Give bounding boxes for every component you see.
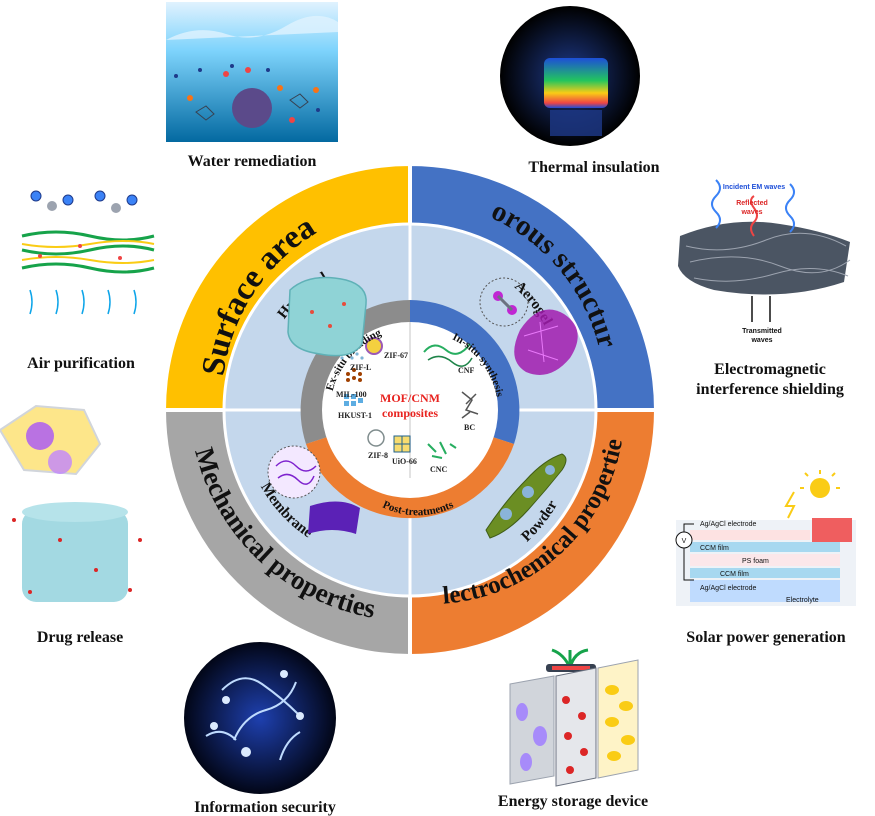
cnf-icon xyxy=(423,343,471,355)
energy-storage-image xyxy=(509,648,639,787)
label-drug-release: Drug release xyxy=(37,629,123,646)
cnm-label-cnf: CNF xyxy=(458,366,475,375)
solar-power-image xyxy=(675,470,856,606)
membrane-image xyxy=(267,445,360,534)
solar-electrode-bottom: Ag/AgCl electrode xyxy=(700,585,757,592)
emi-transmitted-label-2: waves xyxy=(750,337,772,344)
uio66-icon xyxy=(393,435,411,453)
emi-reflected-label-1: Reflected xyxy=(736,200,768,207)
mof-label-hkust1: HKUST-1 xyxy=(338,411,372,420)
solar-meter-label: V xyxy=(682,538,687,545)
solar-ccm-bottom: CCM film xyxy=(720,571,749,578)
solar-foam: PS foam xyxy=(742,558,769,565)
mof-label-zif67: ZIF-67 xyxy=(384,351,408,360)
cnm-label-cnc: CNC xyxy=(430,465,448,474)
air-purification-image xyxy=(18,184,156,324)
mof-label-mil100: MIL-100 xyxy=(336,390,367,399)
solar-electrolyte: Electrolyte xyxy=(786,597,819,604)
cnm-icons xyxy=(423,343,479,459)
drug-release-image xyxy=(0,404,142,602)
aerogel-image xyxy=(479,277,578,375)
label-emi-2: interference shielding xyxy=(696,381,844,398)
mil100-icon xyxy=(346,368,362,382)
mof-label-uio66: UiO-66 xyxy=(392,457,417,466)
thermal-insulation-image xyxy=(500,6,640,146)
emi-incident-label: Incident EM waves xyxy=(723,184,785,191)
water-remediation-image xyxy=(166,2,338,142)
bc-icon xyxy=(461,391,479,419)
center-title-2: composites xyxy=(382,406,438,420)
powder-image xyxy=(485,453,567,539)
cnc-icon xyxy=(427,441,457,459)
cnm-label-bc: BC xyxy=(464,423,475,432)
label-water-remediation: Water remediation xyxy=(188,153,317,170)
inner-ring xyxy=(300,300,520,519)
mof-icons xyxy=(340,337,411,453)
zif8-icon xyxy=(367,429,385,447)
emi-reflected-label-2: waves xyxy=(740,209,762,216)
hkust1-icon xyxy=(344,394,363,406)
information-security-image xyxy=(184,642,336,794)
label-solar-power: Solar power generation xyxy=(686,629,846,646)
label-air-purification: Air purification xyxy=(27,355,135,372)
center-title-1: MOF/CNM xyxy=(380,391,440,405)
solar-electrode-top: Ag/AgCl electrode xyxy=(700,521,757,528)
emi-transmitted-label-1: Transmitted xyxy=(742,328,782,335)
mof-label-zifl: ZIF-L xyxy=(350,363,371,372)
solar-ccm-top: CCM film xyxy=(700,545,729,552)
zif67-icon xyxy=(365,337,383,355)
label-emi-1: Electromagnetic xyxy=(714,361,826,378)
emi-shielding-image xyxy=(678,179,851,322)
label-energy-storage: Energy storage device xyxy=(498,793,648,810)
label-thermal-insulation: Thermal insulation xyxy=(528,159,659,176)
mof-label-zif8: ZIF-8 xyxy=(368,451,388,460)
label-information-security: Information security xyxy=(194,799,336,816)
hydrogel-image xyxy=(287,276,367,357)
